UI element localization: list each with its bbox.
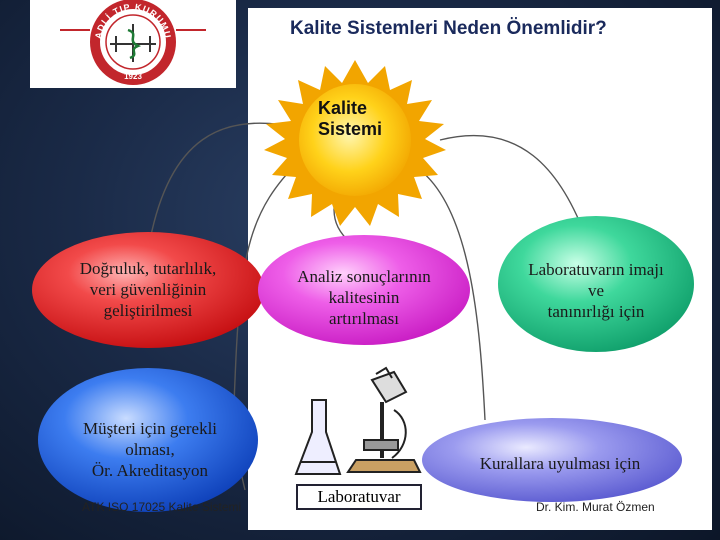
bubble-image: Laboratuvarın imajı ve tanınırlığı için xyxy=(508,248,684,332)
bubble-accuracy-text: Doğruluk, tutarlılık, veri güvenliğinin … xyxy=(79,258,217,320)
slide-title: Kalite Sistemleri Neden Önemlidir? xyxy=(290,18,607,39)
sun-label-text: Kalite Sistemi xyxy=(318,98,383,139)
bubble-accuracy: Doğruluk, tutarlılık, veri güvenliğinin … xyxy=(52,246,244,332)
bubble-quality-shape xyxy=(258,235,470,345)
bubble-image-text: Laboratuvarın imajı ve tanınırlığı için xyxy=(528,259,664,321)
footer-right: Dr. Kim. Murat Özmen xyxy=(536,500,655,514)
bubble-image-shape xyxy=(498,216,694,352)
microscope-flask-illustration xyxy=(294,366,422,475)
footer-left: ATK ISO 17025 Kalite Sistemi xyxy=(82,500,242,514)
laboratory-label: Laboratuvar xyxy=(296,484,422,510)
bubble-customer-shape xyxy=(38,368,258,512)
bubble-customer-text: Müşteri için gerekli olması, Ör. Akredit… xyxy=(82,418,218,480)
bubble-quality: Analiz sonuçlarının kalitesinin artırılm… xyxy=(274,256,454,338)
logo-emblem xyxy=(30,0,236,88)
sun-shape xyxy=(264,60,446,226)
sun-label: Kalite Sistemi xyxy=(318,98,382,140)
bubble-quality-text: Analiz sonuçlarının kalitesinin artırılm… xyxy=(297,266,431,328)
bubble-accuracy-shape xyxy=(32,232,264,348)
bubble-rules-shape xyxy=(422,418,682,502)
bubble-rules: Kurallara uyulması için xyxy=(440,448,680,478)
bubble-customer: Müşteri için gerekli olması, Ör. Akredit… xyxy=(60,408,240,490)
bubble-rules-text: Kurallara uyulması için xyxy=(479,453,641,473)
